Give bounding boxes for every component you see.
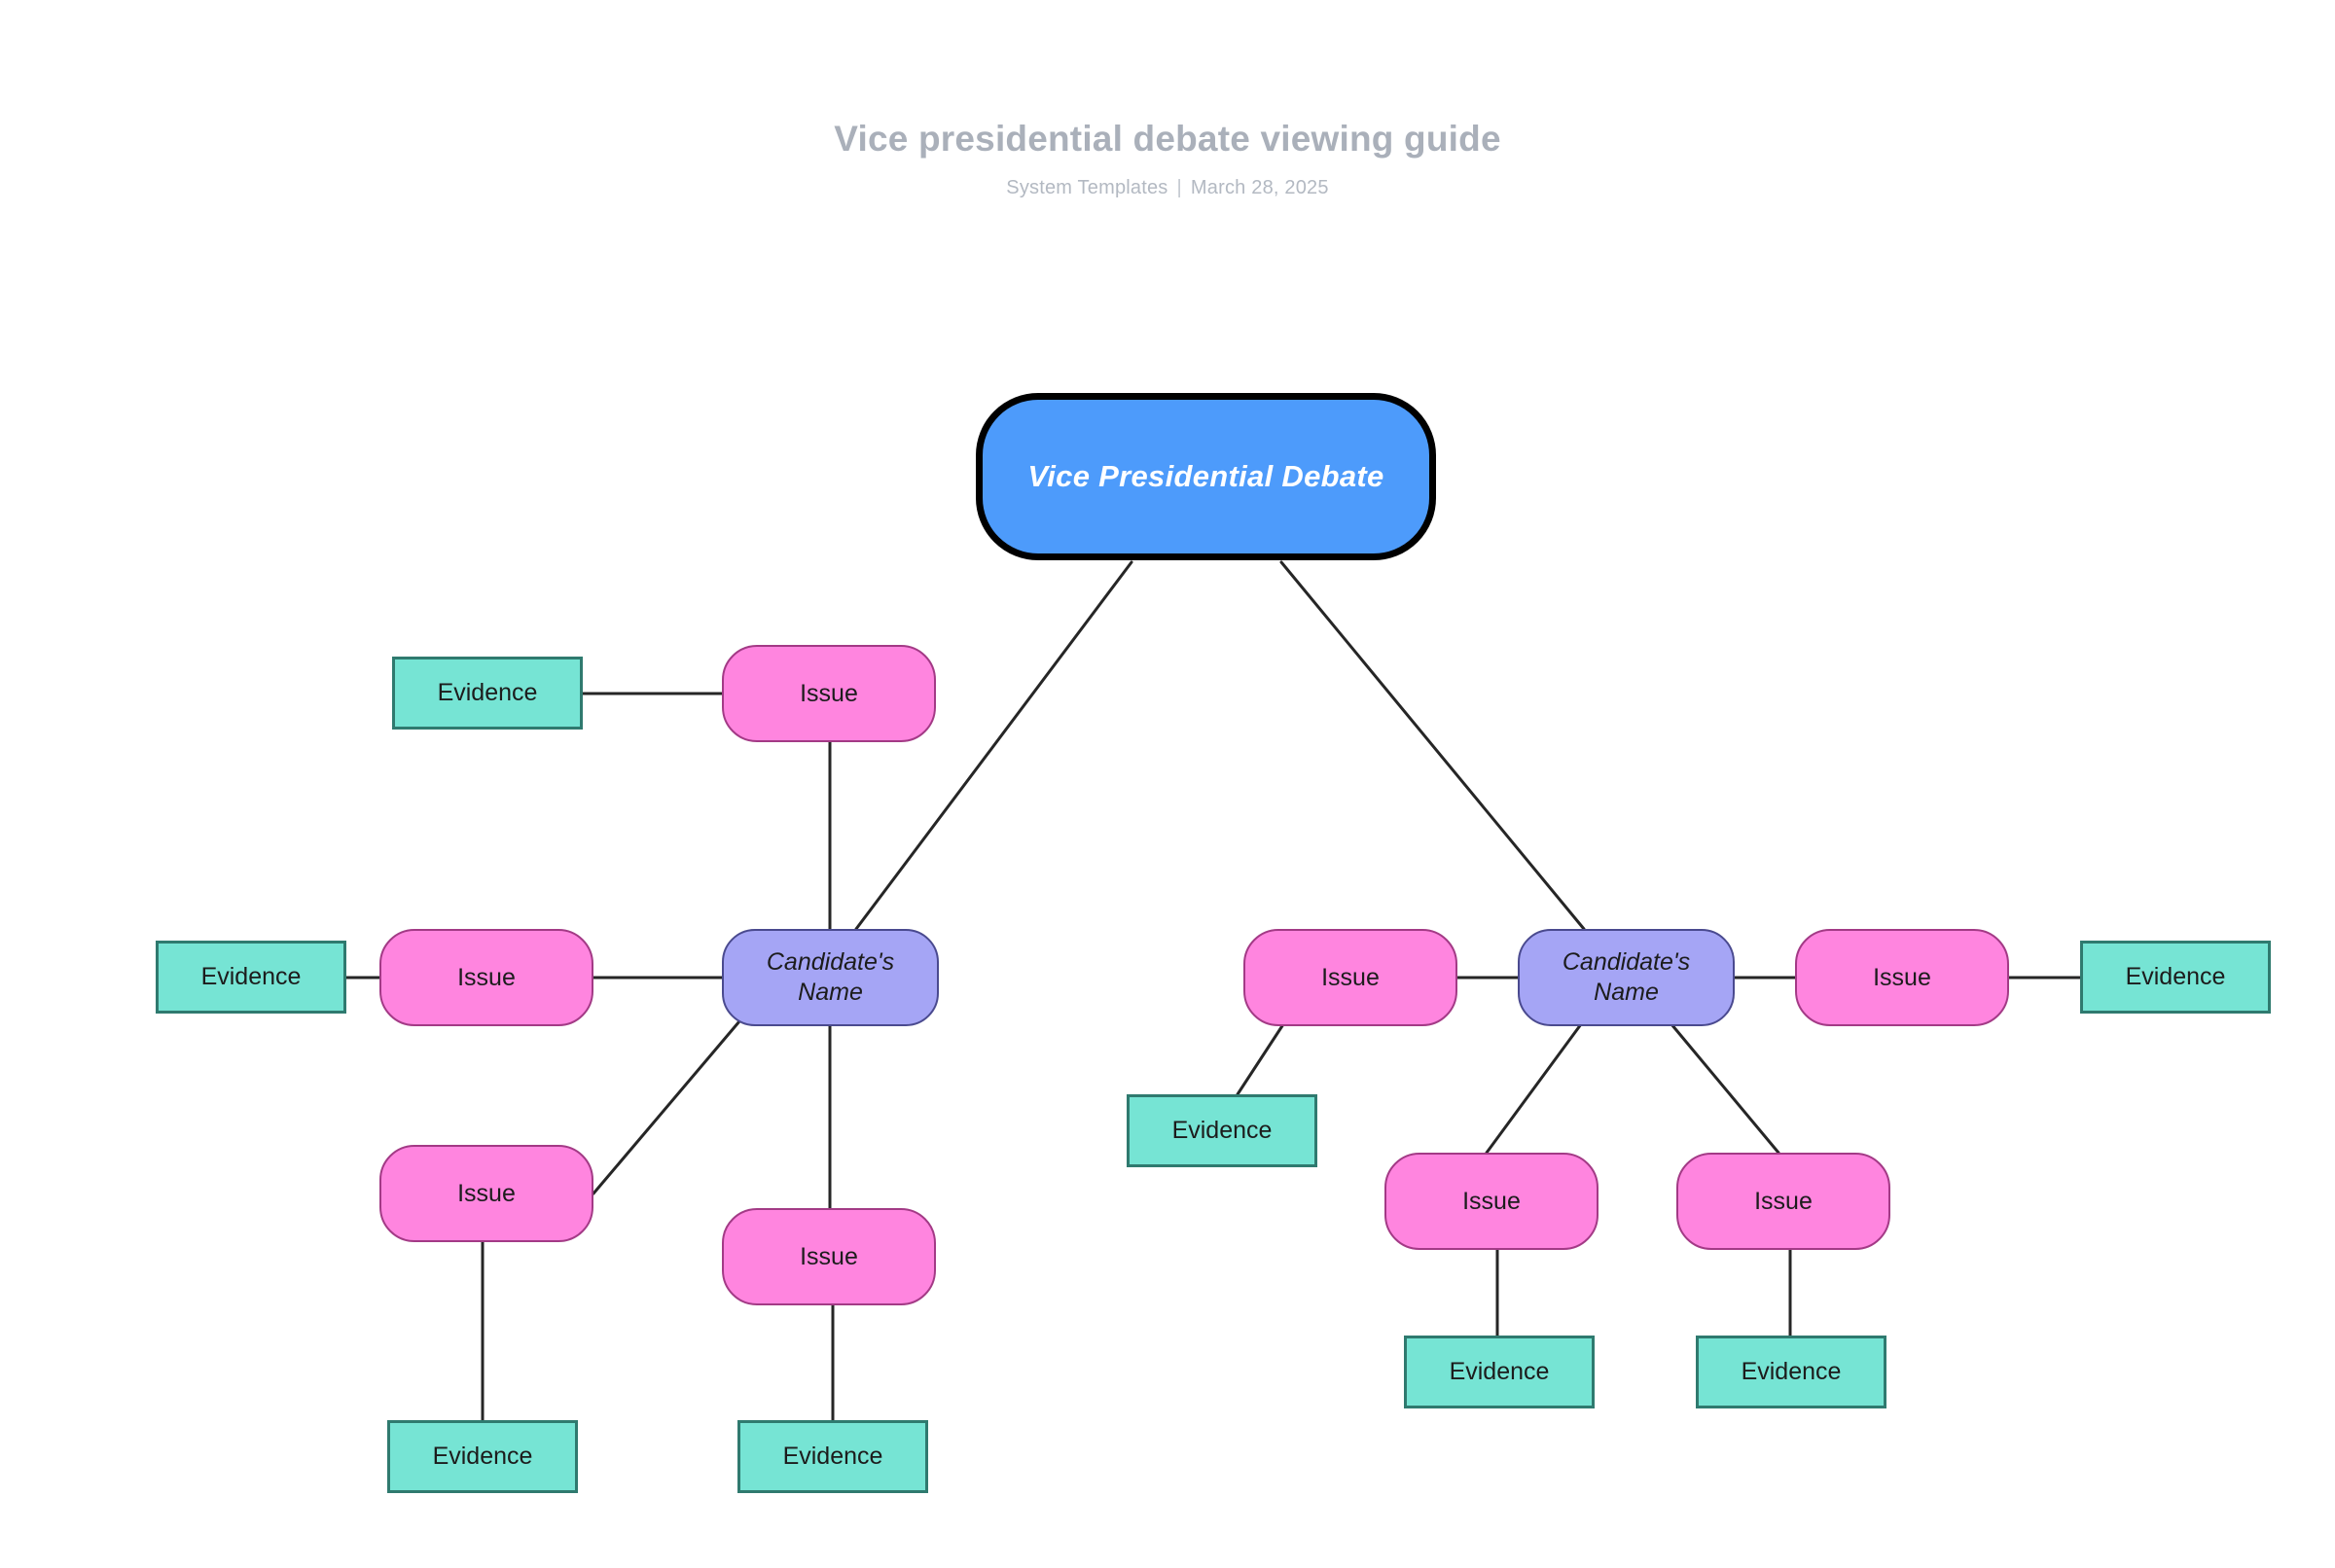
node-label-iss-r-right: Issue bbox=[1873, 963, 1931, 991]
node-label-ev-r-left: Evidence bbox=[1171, 1117, 1273, 1144]
node-label-ev-l-top: Evidence bbox=[437, 679, 538, 706]
node-label-iss-r-lowr: Issue bbox=[1754, 1187, 1813, 1215]
node-iss-l-top[interactable]: Issue bbox=[722, 645, 936, 742]
node-label-iss-l-left: Issue bbox=[457, 963, 516, 991]
node-iss-l-left[interactable]: Issue bbox=[379, 929, 593, 1026]
node-label-ev-r-b2: Evidence bbox=[1741, 1358, 1842, 1385]
node-ev-r-b2[interactable]: Evidence bbox=[1696, 1336, 1886, 1408]
node-label-iss-l-bottom: Issue bbox=[800, 1242, 858, 1270]
node-label-ev-r-right: Evidence bbox=[2125, 963, 2226, 990]
node-root[interactable]: Vice Presidential Debate bbox=[976, 393, 1436, 560]
node-label-ev-l-left: Evidence bbox=[200, 963, 302, 990]
page-title: Vice presidential debate viewing guide bbox=[834, 119, 1501, 159]
meta-source: System Templates bbox=[1006, 176, 1168, 198]
node-iss-r-lowr[interactable]: Issue bbox=[1676, 1153, 1890, 1250]
edge-cand-r-to-iss-r-lowl bbox=[1485, 1022, 1583, 1155]
node-iss-r-right[interactable]: Issue bbox=[1795, 929, 2009, 1026]
node-ev-l-left[interactable]: Evidence bbox=[156, 941, 346, 1014]
node-label-ev-l-b1: Evidence bbox=[432, 1443, 533, 1470]
node-ev-r-right[interactable]: Evidence bbox=[2080, 941, 2271, 1014]
node-label-iss-l-lower: Issue bbox=[457, 1179, 516, 1207]
node-ev-r-left[interactable]: Evidence bbox=[1127, 1094, 1317, 1167]
node-ev-l-b1[interactable]: Evidence bbox=[387, 1420, 578, 1493]
node-label-iss-r-left: Issue bbox=[1321, 963, 1380, 991]
edge-cand-l-to-iss-l-lower bbox=[592, 1019, 741, 1195]
node-label-iss-l-top: Issue bbox=[800, 679, 858, 707]
node-ev-l-b2[interactable]: Evidence bbox=[737, 1420, 928, 1493]
meta-separator: | bbox=[1176, 176, 1182, 198]
node-iss-l-lower[interactable]: Issue bbox=[379, 1145, 593, 1242]
document-header: Vice presidential debate viewing guide S… bbox=[0, 0, 2335, 199]
document-meta: System Templates | March 28, 2025 bbox=[0, 177, 2335, 199]
meta-date: March 28, 2025 bbox=[1190, 176, 1329, 198]
node-iss-l-bottom[interactable]: Issue bbox=[722, 1208, 936, 1305]
node-iss-r-lowl[interactable]: Issue bbox=[1384, 1153, 1599, 1250]
edge-cand-r-to-iss-r-lowr bbox=[1670, 1022, 1780, 1155]
edge-root-to-cand-r bbox=[1279, 560, 1586, 931]
edge-root-to-cand-l bbox=[854, 560, 1133, 931]
node-ev-l-top[interactable]: Evidence bbox=[392, 657, 583, 730]
node-label-ev-r-b1: Evidence bbox=[1449, 1358, 1550, 1385]
node-label-root: Vice Presidential Debate bbox=[1027, 459, 1384, 493]
edge-iss-r-left-to-ev-r-left bbox=[1236, 1019, 1287, 1096]
node-ev-r-b1[interactable]: Evidence bbox=[1404, 1336, 1595, 1408]
node-label-iss-r-lowl: Issue bbox=[1462, 1187, 1521, 1215]
node-iss-r-left[interactable]: Issue bbox=[1243, 929, 1457, 1026]
node-label-ev-l-b2: Evidence bbox=[782, 1443, 883, 1470]
